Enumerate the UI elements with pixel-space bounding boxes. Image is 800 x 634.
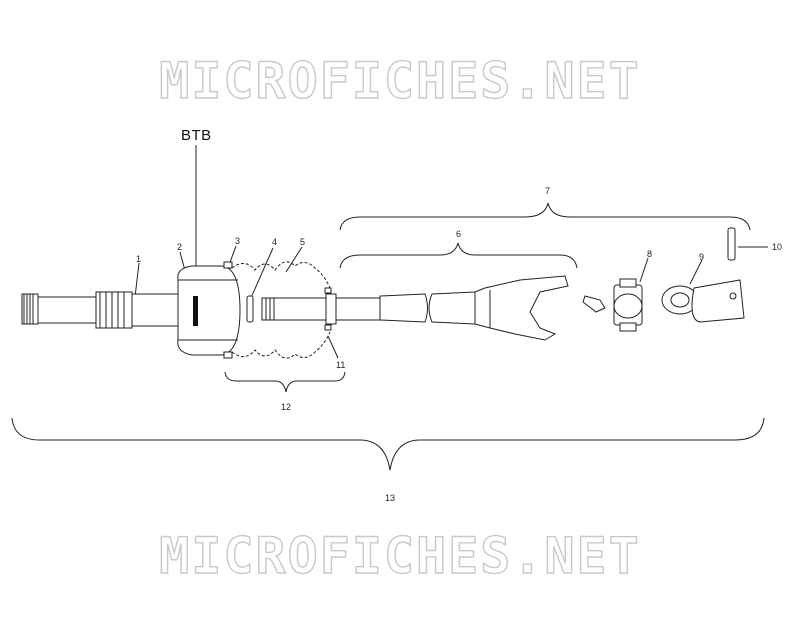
bracket-6: [339, 242, 578, 269]
callout-6: 6: [456, 229, 462, 239]
leader-4: [249, 247, 274, 301]
btb-label: BTB: [181, 127, 212, 144]
callout-11: 11: [336, 360, 346, 370]
part-9-yoke: [661, 279, 745, 323]
callout-3: 3: [235, 236, 241, 246]
callout-1: 1: [136, 254, 142, 264]
part-6-yoke-shaft: [379, 275, 569, 341]
bracket-7: [339, 202, 751, 231]
bracket-13: [11, 417, 765, 471]
callout-8: 8: [647, 249, 653, 259]
callout-4: 4: [272, 237, 278, 247]
part-4-snap-ring: [246, 295, 254, 323]
leader-9: [689, 259, 703, 285]
leader-11: [327, 335, 339, 359]
callout-9: 9: [699, 252, 705, 262]
callout-13: 13: [385, 493, 396, 503]
callout-7: 7: [545, 186, 551, 196]
part-2-cv-housing: [177, 265, 241, 356]
part-1-stub-shaft: [21, 291, 179, 329]
bracket-12: [224, 371, 346, 393]
part-8-u-joint-cross: [582, 278, 643, 332]
watermark-bottom: MICROFICHES.NET: [159, 526, 641, 585]
callout-5: 5: [300, 237, 306, 247]
part-10-roll-pin: [727, 227, 736, 261]
inner-shaft: [261, 287, 381, 331]
leader-8: [639, 257, 649, 283]
callout-2: 2: [177, 242, 183, 252]
leader-1: [134, 262, 140, 298]
part-3-clamp: [223, 261, 233, 359]
callout-10: 10: [772, 242, 783, 252]
leader-5: [285, 246, 303, 273]
watermark-top: MICROFICHES.NET: [159, 51, 641, 110]
callout-12: 12: [281, 402, 292, 412]
